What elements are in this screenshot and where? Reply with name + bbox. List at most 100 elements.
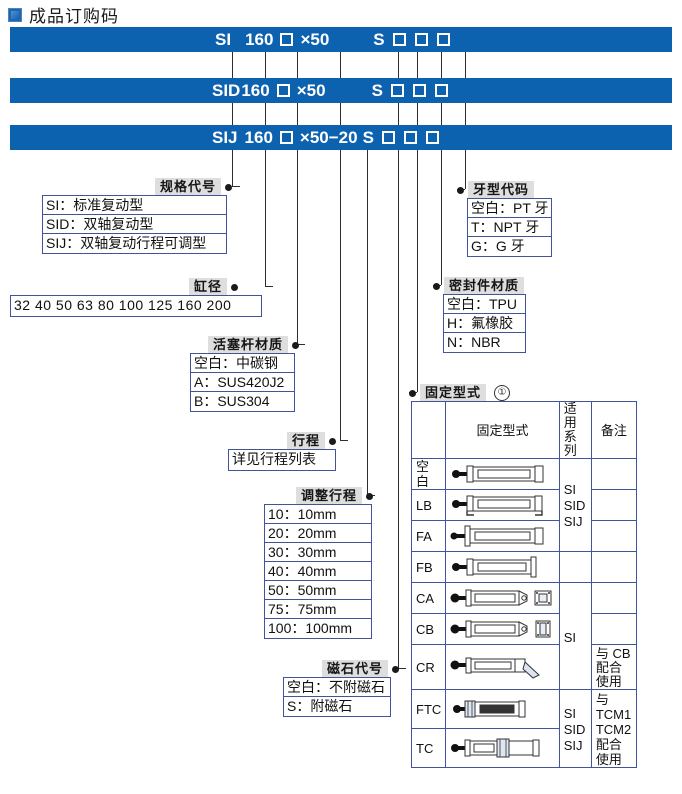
code-bar-sij-box-thread (403, 131, 417, 144)
option-item: 20：20mm (265, 524, 371, 543)
leader-tick (340, 52, 341, 78)
cylinder-clevis-ca-icon-svg (450, 589, 552, 607)
leader-tick (441, 52, 442, 78)
remark-line: 配合使用 (595, 737, 622, 767)
callout-seal-options: 空白：TPU H：氟橡胶 N：NBR (443, 294, 526, 353)
leader-tick (232, 103, 233, 125)
option-item: B：SUS304 (194, 393, 270, 409)
option-item: 空白：PT 牙 (468, 199, 551, 218)
code-bar-sij-box-rod (279, 131, 293, 144)
code-bar-si-box-thread (414, 33, 428, 46)
leader-line-seal (441, 150, 442, 285)
code-bar-sid-stroke: ×50 (296, 80, 326, 100)
callout-adj-stroke-header: 调整行程 (296, 487, 374, 505)
option-item: SID：双轴复动型 (43, 215, 226, 234)
leader-dot (457, 186, 464, 194)
code-bar-sij-stroke: ×50−20 (299, 127, 358, 147)
row-remark (590, 458, 638, 490)
leader-tick (465, 52, 466, 78)
row-code: FTC (410, 689, 447, 729)
code-bar-si-magnet: S (373, 29, 385, 49)
row-code: CA (410, 582, 447, 614)
row-code: CR (410, 644, 447, 690)
leader-stub (340, 440, 348, 441)
leader-line-bore (265, 150, 266, 286)
series-line: SI (563, 482, 576, 497)
option-item: SIJ：双轴复动行程可调型 (46, 235, 207, 251)
option-item: 10：10mm (265, 505, 371, 524)
code-bar-si-bore: 160 (245, 29, 274, 49)
row-code: FB (410, 551, 447, 583)
code-bar-si-box-seal (392, 33, 406, 46)
remark-line: TCM2 (595, 722, 632, 737)
leader-tick (265, 103, 266, 125)
leader-tick (297, 103, 298, 125)
callout-mounting-label: 固定型式 (420, 384, 487, 402)
cylinder-rod-clevis-icon-svg (450, 657, 540, 679)
cylinder-rod-clevis-icon (445, 644, 560, 690)
header-remark: 备注 (590, 401, 638, 459)
series-line: SI (563, 705, 576, 721)
cylinder-foot-icon (445, 489, 560, 521)
leader-tick (465, 103, 466, 125)
table-header-row: 固定型式 适用 系列 备注 (410, 401, 638, 459)
option-item: 75：75mm (265, 600, 371, 619)
header-series: 适用 系列 (558, 401, 592, 459)
callout-thread-options: 空白：PT 牙 T：NPT 牙 G：G 牙 (467, 198, 552, 257)
leader-line-rod-material (297, 150, 298, 344)
callout-seal-header: 密封件材质 (433, 277, 525, 295)
leader-dot (225, 183, 233, 191)
cylinder-front-flange-icon (445, 520, 560, 552)
header-fixed-type: 固定型式 (445, 401, 560, 459)
option-item: 详见行程列表 (232, 451, 316, 467)
callout-rod-material-options: 空白：中碳钢 A：SUS420J2 B：SUS304 (190, 353, 295, 412)
row-remark-cr: 与 CB 配合使用 (590, 644, 638, 690)
cylinder-rear-flange-icon (445, 551, 560, 583)
row-code: LB (410, 489, 447, 521)
row-series-group-1: SI SID SIJ (558, 458, 592, 552)
row-series-group-3: SI SID SIJ (558, 689, 592, 768)
header-series-line2: 系列 (563, 429, 577, 458)
remark-line: 与 TCM1 (595, 692, 632, 722)
blue-square-bullet-icon (8, 7, 22, 22)
callout-spec-code-label: 规格代号 (155, 178, 222, 196)
callout-magnet-label: 磁石代号 (322, 660, 389, 678)
callout-spec-code-options: SI：标准复动型 SID：双轴复动型 SIJ：双轴复动行程可调型 (42, 195, 227, 254)
code-bar-si: SI 160 ×50 S (10, 27, 672, 52)
code-bar-si-stroke: ×50 (300, 29, 330, 49)
page-header: 成品订购码 (8, 2, 119, 27)
table-row: FTC SI SID SIJ 与 TCM1 TCM2 (410, 689, 638, 768)
callout-magnet-header: 磁石代号 (322, 660, 400, 678)
leader-tick (232, 52, 233, 78)
callout-mounting-header: 固定型式 ① (409, 384, 511, 402)
table-row: CB (410, 613, 638, 645)
option-item: 空白：不附磁石 (284, 678, 390, 697)
leader-stub (265, 286, 273, 287)
code-bar-sid-box-seal (390, 84, 404, 97)
table-row: TC (410, 728, 637, 768)
code-bar-sij-magnet: S (362, 127, 374, 147)
code-bar-sid-box-mount (434, 84, 448, 97)
callout-stroke-header: 行程 (287, 432, 337, 450)
callout-seal-label: 密封件材质 (444, 277, 525, 295)
cylinder-rear-flange-icon-svg (451, 556, 537, 578)
remark-line: 与 CB 配合使用 (595, 646, 631, 689)
leader-tick (441, 103, 442, 125)
callout-rod-material-header: 活塞杆材质 (208, 336, 300, 354)
row-remark-ftc: 与 TCM1 TCM2 配合使用 (590, 689, 638, 768)
option-item: N：NBR (447, 334, 501, 350)
option-item: S：附磁石 (287, 698, 353, 714)
cylinder-foot-icon-svg (451, 495, 543, 516)
callout-stroke-label: 行程 (287, 432, 326, 450)
series-line: SIJ (563, 737, 583, 753)
row-remark (590, 489, 638, 521)
table-row: CA SI (410, 582, 638, 690)
code-bar-sij-prefix: SIJ (212, 127, 238, 147)
cylinder-clevis-ca-icon (445, 582, 560, 614)
leader-line-thread (465, 150, 466, 189)
table-header: 固定型式 适用 系列 备注 (410, 401, 638, 459)
leader-line-spec-code (232, 150, 233, 186)
callout-thread-header: 牙型代码 (457, 181, 535, 199)
code-bar-sij: SIJ 160 ×50−20 S (10, 125, 672, 150)
code-bar-si-box-rod (280, 33, 294, 46)
